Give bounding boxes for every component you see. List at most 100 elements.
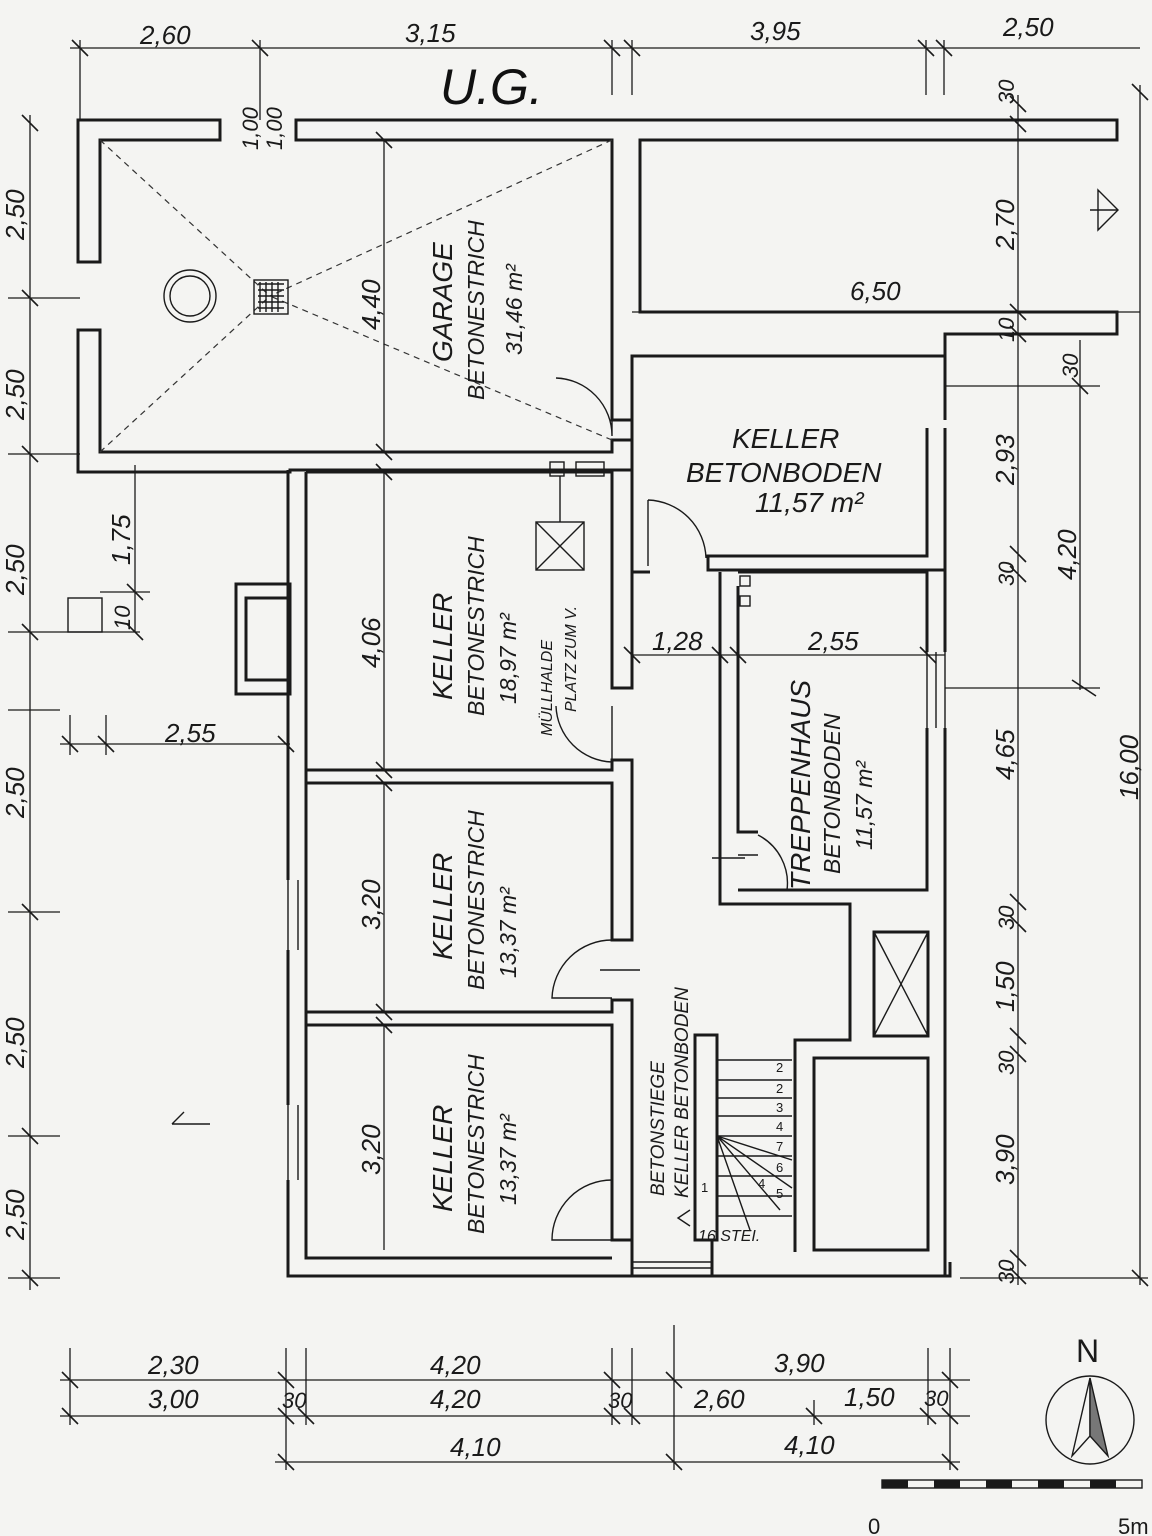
stair-number: 5 [776,1186,783,1201]
room-treppenhaus: TREPPENHAUS BETONBODEN 11,57 m² 1,28 2,5… [623,626,945,890]
dim-right-3-90: 3,90 [990,1134,1020,1185]
dim-left-4: 2,50 [0,767,30,819]
dim-right-30-top: 30 [1058,353,1083,378]
stair-lines [676,1059,793,1231]
dim-right-2-93: 2,93 [990,434,1020,486]
keller-ne-area: 11,57 m² [755,487,865,518]
dim-bottom-30-b: 30 [608,1388,633,1413]
garage-floor: BETONESTRICH [463,220,489,400]
room-stiege: BETONSTIEGE KELLER BETONBODEN [648,987,693,1198]
right-dimension-inner: 30 2,70 10 2,93 30 4,65 30 1,50 30 3,90 … [990,79,1027,1285]
dim-top-2: 3,15 [405,18,456,48]
treppenhaus-area: 11,57 m² [851,760,877,850]
doors [551,377,789,1241]
plan-title: U.G. [440,59,543,115]
keller-3-floor: BETONESTRICH [463,1054,489,1234]
stair-number: 2 [776,1081,783,1096]
dim-bottom-3-00: 3,00 [148,1384,199,1414]
stiege-line-2: KELLER BETONBODEN [672,987,693,1198]
dim-bottom-4-10-a: 4,10 [450,1432,501,1462]
compass-circle [1045,1375,1135,1465]
dim-right-10: 10 [994,317,1019,342]
stair-number: 3 [776,1100,783,1115]
dim-corridor-width: 1,28 [652,626,703,656]
stair-number: 1 [701,1180,708,1195]
north-arrow-icon [1070,1377,1091,1459]
dim-keller-1-depth: 4,06 [356,617,386,668]
stair-number: 4 [758,1176,765,1191]
dim-bottom-2-30: 2,30 [147,1350,199,1380]
dim-1-75: 1,75 [106,514,136,565]
dim-keller-3-depth: 3,20 [356,1124,386,1175]
room-keller-1: KELLER BETONESTRICH 18,97 m² MÜLLHALDE P… [356,463,580,779]
dim-right-1-50: 1,50 [990,961,1020,1012]
dim-right-2-70: 2,70 [990,199,1020,251]
stair-number: 2 [776,1060,783,1075]
stair-numbers: 2 2 3 4 7 6 5 4 1 16 STEI. [698,1060,783,1245]
keller-3-area: 13,37 m² [495,1113,521,1205]
dim-left-5: 2,50 [0,1017,30,1069]
dim-garage-depth: 4,40 [356,279,386,330]
keller-ne-floor: BETONBODEN [686,457,882,488]
garage-area: 31,46 m² [501,263,527,355]
dim-bottom-4-20-b: 4,20 [430,1384,481,1414]
keller-2-area: 13,37 m² [495,886,521,978]
dim-top-1: 2,60 [139,20,191,50]
north-label: N [1076,1333,1099,1369]
room-keller-3: KELLER BETONESTRICH 13,37 m² 3,20 [356,1016,521,1250]
keller-1-floor: BETONESTRICH [463,536,489,716]
dim-keller-2-depth: 3,20 [356,879,386,930]
dim-right-30-a: 30 [994,79,1019,104]
dim-bottom-1-50: 1,50 [844,1382,895,1412]
dim-bottom-30-a: 30 [282,1388,307,1413]
room-keller-ne: KELLER BETONBODEN 11,57 m² [686,423,882,518]
stair-steps-label: 16 STEI. [698,1228,760,1245]
dim-right-4-65: 4,65 [990,729,1020,780]
small-shaft [67,597,103,633]
dim-right-30-c: 30 [994,905,1019,930]
dim-right-30-e: 30 [994,1259,1019,1284]
terrace-triangle [632,188,1140,313]
dim-right-total: 16,00 [1114,734,1144,800]
dim-2-55-left: 2,55 [164,718,216,748]
dim-garage-top-1: 1,00 [238,106,263,150]
right-dimension-mid: 30 4,20 [945,340,1100,697]
dim-bottom-4-10-b: 4,10 [784,1430,835,1460]
dim-right-30-d: 30 [994,1050,1019,1075]
dim-garage-top-2: 1,00 [262,106,287,150]
bottom-dimensions: 2,30 4,20 3,90 3,00 30 4,20 30 2,60 1,50… [60,1325,970,1471]
keller-2-name: KELLER [427,853,458,960]
stair-number: 4 [776,1119,783,1134]
dim-10: 10 [110,605,135,630]
stair-number: 6 [776,1160,783,1175]
stiege-line-1: BETONSTIEGE [648,1061,669,1196]
dim-left-3: 2,50 [0,544,30,596]
keller-ne-name: KELLER [732,423,839,454]
scale-bar: 0 5m [868,1479,1149,1536]
dim-right-30-b: 30 [994,561,1019,586]
scale-label-0: 0 [868,1514,880,1536]
scale-label-5m: 5m [1118,1514,1149,1536]
north-arrow: N [1045,1333,1135,1465]
dim-bottom-4-20-a: 4,20 [430,1350,481,1380]
dim-top-4: 2,50 [1002,12,1054,42]
dim-left-1: 2,50 [0,189,30,241]
dim-treppenhaus-width: 2,55 [807,626,859,656]
right-dimension-outer: 16,00 [960,83,1149,1287]
dim-right-4-20: 4,20 [1052,529,1082,580]
dim-bottom-3-90: 3,90 [774,1348,825,1378]
dim-bottom-30-c: 30 [924,1386,949,1411]
garage-name: GARAGE [427,242,458,362]
top-dimension-line: 2,60 3,15 3,95 2,50 [70,12,1140,120]
dim-top-3: 3,95 [750,16,801,46]
keller-1-note-1: MÜLLHALDE [538,640,556,736]
keller-1-area: 18,97 m² [495,612,521,704]
garage-drain [99,139,613,453]
treppenhaus-name: TREPPENHAUS [785,680,816,890]
dim-terrace-width: 6,50 [850,276,901,306]
section-mark [171,1111,210,1125]
treppenhaus-floor: BETONBODEN [819,713,845,874]
keller-1-name: KELLER [427,593,458,700]
left-horizontal-dim: 2,55 [60,715,295,755]
